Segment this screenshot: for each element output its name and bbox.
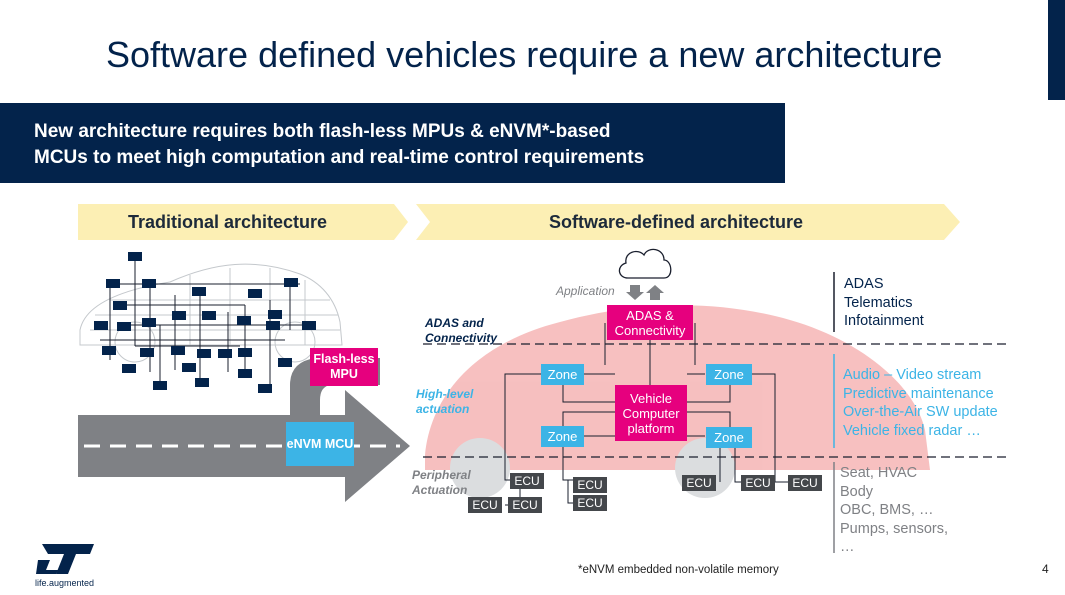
ecu-box: ECU: [510, 473, 544, 489]
list-item: Audio – Video stream: [843, 367, 982, 383]
layer-label-high-level: High-level actuation: [416, 387, 474, 416]
zone-box-bottom-right: Zone: [706, 427, 752, 448]
list-item: Pumps, sensors,: [840, 520, 948, 537]
list-item: Seat, HVAC: [840, 465, 918, 481]
ecu-box: ECU: [741, 475, 775, 491]
banner-line-1: New architecture requires both flash-les…: [34, 121, 611, 142]
ecu-box: ECU: [682, 475, 716, 491]
list-item: Predictive maintenance: [843, 385, 994, 402]
key-message-banner: New architecture requires both flash-les…: [0, 103, 785, 183]
page-number: 4: [1042, 562, 1049, 576]
software-defined-architecture-label: Software-defined architecture: [549, 212, 804, 232]
layer-label-adas: ADAS and Connectivity: [425, 316, 498, 345]
list-item: Over-the-Air SW update: [843, 404, 998, 420]
middle-function-list: Audio – Video stream Predictive maintena…: [843, 366, 998, 440]
list-item: ADAS: [844, 276, 884, 292]
layer-label-peripheral: Peripheral Actuation: [412, 468, 471, 497]
bottom-function-list: Seat, HVAC Body OBC, BMS, … Pumps, senso…: [840, 464, 948, 557]
st-logo-icon: [36, 544, 94, 574]
list-item: Telematics: [844, 294, 913, 311]
up-arrow-icon: [646, 285, 664, 300]
zone-box-top-left: Zone: [541, 364, 584, 385]
down-arrow-icon: [626, 285, 644, 300]
banner-line-2: MCUs to meet high computation and real-t…: [34, 147, 645, 168]
traditional-ecu-network: [100, 258, 305, 388]
flashless-mpu-box: Flash-less MPU: [310, 348, 378, 386]
logo-tagline: life.augmented: [35, 578, 95, 588]
ecu-box: ECU: [573, 477, 607, 493]
list-item: Body: [840, 483, 874, 500]
ecu-box: ECU: [468, 497, 502, 513]
adas-connectivity-box: ADAS & Connectivity: [607, 305, 693, 340]
list-item: OBC, BMS, …: [840, 502, 934, 518]
envm-mcu-box: eNVM MCU: [286, 422, 354, 466]
ecu-box: ECU: [573, 495, 607, 511]
list-item: Infotainment: [844, 313, 924, 329]
top-function-list: ADAS Telematics Infotainment: [844, 275, 924, 331]
footnote: *eNVM embedded non-volatile memory: [578, 564, 779, 576]
ecu-box: ECU: [788, 475, 822, 491]
corner-accent-bar: [1048, 0, 1065, 100]
ecu-box: ECU: [508, 497, 542, 513]
list-item: Vehicle fixed radar …: [843, 422, 981, 439]
application-label: Application: [556, 284, 615, 298]
zone-box-bottom-left: Zone: [541, 426, 584, 447]
list-item: …: [840, 539, 855, 555]
vehicle-computer-platform-box: Vehicle Computer platform: [615, 385, 687, 441]
architecture-connections: [504, 323, 790, 506]
zone-box-top-right: Zone: [706, 364, 752, 385]
cloud-icon: [618, 248, 672, 279]
traditional-chevron: [78, 204, 408, 240]
traditional-ecu-blocks: [94, 252, 316, 393]
traditional-architecture-label: Traditional architecture: [128, 212, 328, 232]
software-defined-chevron: [416, 204, 960, 240]
page-title: Software defined vehicles require a new …: [106, 34, 943, 75]
